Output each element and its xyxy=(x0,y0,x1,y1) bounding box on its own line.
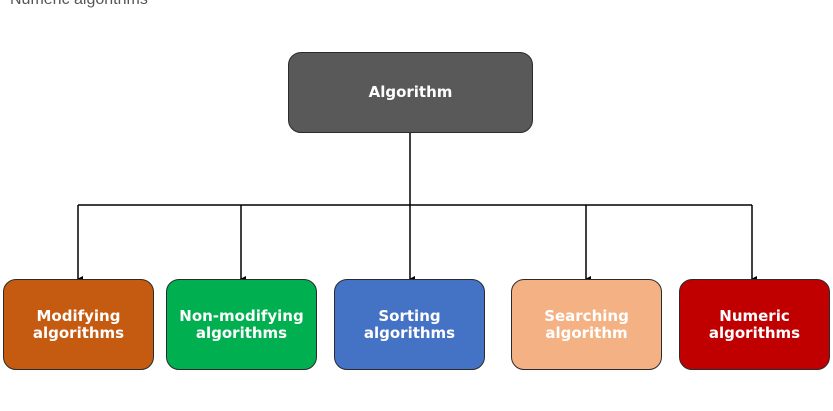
node-modifying-algorithms: Modifying algorithms xyxy=(3,279,154,370)
root-node-algorithm: Algorithm xyxy=(288,52,533,133)
root-node-label: Algorithm xyxy=(368,83,453,101)
node-label: Numeric algorithms xyxy=(708,306,801,342)
node-numeric-algorithms: Numeric algorithms xyxy=(679,279,830,370)
node-label: Searching algorithm xyxy=(544,306,629,342)
node-searching-algorithm: Searching algorithm xyxy=(511,279,662,370)
node-label: Non-modifying algorithms xyxy=(179,306,304,342)
node-sorting-algorithms: Sorting algorithms xyxy=(334,279,485,370)
node-non-modifying-algorithms: Non-modifying algorithms xyxy=(166,279,317,370)
caption-text: Numeric algorithms xyxy=(10,0,148,9)
node-label: Modifying algorithms xyxy=(32,306,125,342)
node-label: Sorting algorithms xyxy=(363,306,456,342)
